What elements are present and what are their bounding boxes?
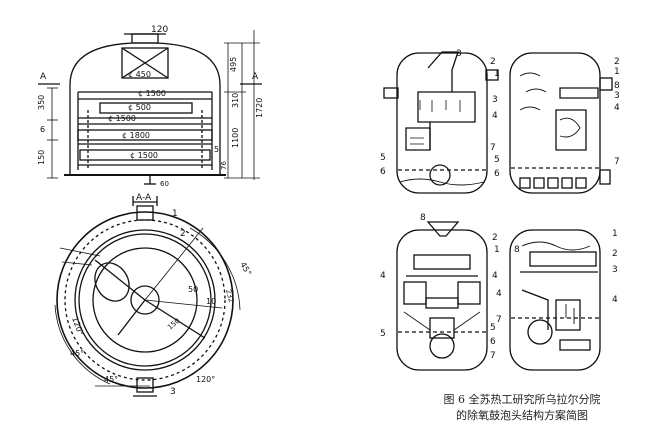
schematic-variant-1: [383, 51, 499, 194]
right-dim-2: 310: [231, 93, 240, 108]
s2-label-2: 8: [614, 81, 620, 91]
inner-label-2: ¢ 500: [128, 103, 151, 112]
plan-section-label: A-A: [136, 193, 152, 203]
s1-label-7: 7: [490, 143, 496, 153]
inner-label-3: ¢ 1500: [108, 114, 136, 123]
s1-label-1: 2: [490, 57, 496, 67]
s1-label-3: 3: [492, 95, 498, 105]
left-dim-2: 6: [40, 125, 45, 134]
caption-line-2: 的除氧鼓泡头结构方案简图: [456, 409, 588, 422]
plan-callout-2: 2: [180, 229, 186, 239]
right-dim-1: 495: [229, 57, 238, 72]
plan-callout-1: 1: [172, 209, 178, 219]
s4-label-5: 4: [612, 295, 618, 305]
section-marker-a-left-top: A: [40, 72, 47, 82]
s3-label-3: 4: [380, 271, 386, 281]
s4-label-6: 7: [496, 315, 502, 325]
right-dim-3: 1100: [231, 128, 240, 148]
right-dim-5: 5: [214, 145, 219, 154]
inner-label-5: ¢ 1500: [130, 151, 158, 160]
plan-angle-3: 120°: [196, 375, 215, 384]
s3-label-5: 5: [380, 329, 386, 339]
s3-label-0: 8: [420, 213, 426, 223]
caption-line-1: 图 6 全苏热工研究所乌拉尔分院: [443, 393, 601, 406]
s1-label-2: 1: [494, 69, 500, 79]
s4-label-4: 4: [496, 289, 502, 299]
plan-dim-4: 150: [166, 317, 181, 332]
section-marker-a-right-top: A: [252, 72, 259, 82]
plan-angle-1: 45°: [238, 261, 253, 278]
s3-label-1: 2: [492, 233, 498, 243]
s3-label-6: 6: [490, 337, 496, 347]
plan-dim-2: 10: [206, 297, 216, 306]
s4-label-1: 8: [514, 245, 520, 255]
s1-label-6: 6: [380, 167, 386, 177]
s4-label-0: 1: [612, 229, 618, 239]
drawing-section-elevation: [38, 30, 262, 185]
plan-dim-3: 232: [224, 288, 235, 303]
plan-angle-4: 45°: [104, 375, 118, 384]
schematic-variant-2: [509, 52, 613, 194]
s2-label-0: 2: [614, 57, 620, 67]
s4-label-2: 2: [612, 249, 618, 259]
s1-label-5: 5: [380, 153, 386, 163]
s2-label-6: 6: [494, 169, 500, 179]
s3-label-4: 4: [492, 271, 498, 281]
drawing-plan-section: [54, 196, 241, 397]
figure-caption: 图 6 全苏热工研究所乌拉尔分院 的除氧鼓泡头结构方案简图: [392, 392, 652, 424]
s3-label-8: 5: [490, 323, 496, 333]
inner-label-4: ¢ 1800: [122, 131, 150, 140]
inner-label-1: ¢ 1500: [138, 89, 166, 98]
top-dim-label: 120: [151, 25, 168, 35]
schematic-variant-4: [509, 229, 601, 371]
s2-label-7: 7: [614, 157, 620, 167]
s2-label-1: 1: [614, 67, 620, 77]
right-dim-4: 1720: [255, 98, 264, 118]
bottom-dim-2: 76: [220, 161, 228, 170]
box-dimension-label: ¢ 450: [128, 70, 151, 79]
s2-label-4: 4: [614, 103, 620, 113]
s3-label-7: 7: [490, 351, 496, 361]
s1-label-0: 3: [456, 49, 462, 59]
plan-angle-5: 45°: [70, 349, 84, 358]
plan-dim-1: 50: [188, 285, 198, 294]
s2-label-5: 5: [494, 155, 500, 165]
left-dim-1: 350: [37, 95, 46, 110]
s2-label-3: 3: [614, 91, 620, 101]
bottom-dim-1: 60: [160, 180, 169, 188]
s1-label-4: 4: [492, 111, 498, 121]
schematic-variant-3: [396, 221, 488, 371]
s3-label-2: 1: [494, 245, 500, 255]
s4-label-3: 3: [612, 265, 618, 275]
left-dim-3: 150: [37, 150, 46, 165]
plan-callout-3: 3: [170, 387, 176, 397]
